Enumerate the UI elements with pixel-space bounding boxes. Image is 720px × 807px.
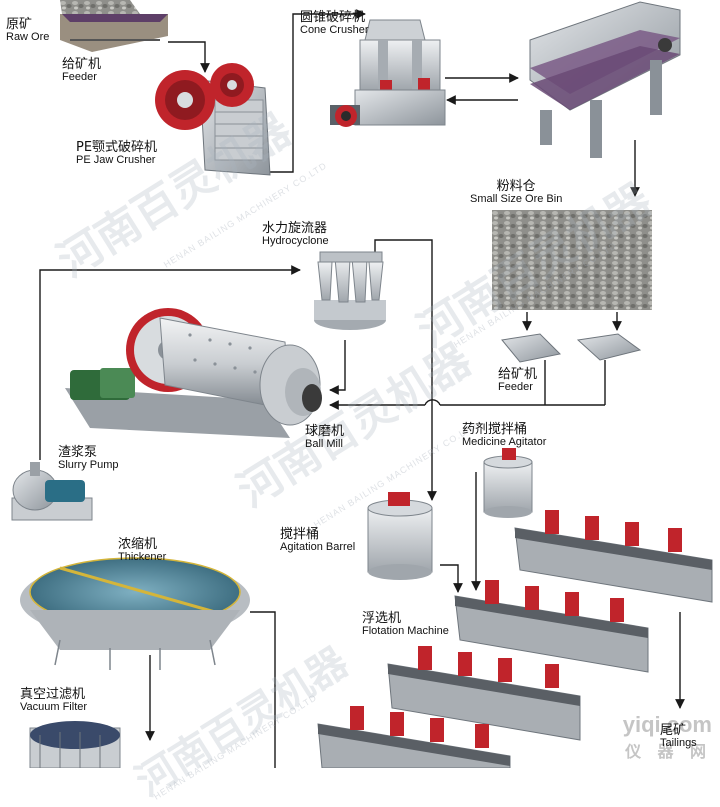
ore-bin-gravel [492,210,652,310]
flow-lines [39,9,685,768]
agitation-barrel [367,492,433,580]
hydrocyclone [314,251,386,330]
flow-cyclone-to-mill [329,340,346,395]
ball-mill [65,308,322,438]
site-watermark: yiqi.com 仪 器 网 [623,712,712,762]
thickener [20,557,250,670]
flow-cyclone-to-agitator [374,239,437,501]
feeders-mid [501,333,642,363]
flotation-bank-3 [387,646,581,741]
slurry-pump [11,462,93,521]
flotation-bank-4 [317,706,511,768]
medicine-agitator [483,448,533,518]
raw-ore-pile [60,0,168,52]
cone-crusher [330,19,446,127]
flow-thickener-to-filter [250,611,276,768]
vibrating-screen [529,1,681,158]
flotation-bank-2 [454,580,649,673]
vacuum-filter [29,721,121,768]
flow-agitator-to-flotation [440,564,463,593]
flow-feeders-to-mill [330,360,606,405]
site-watermark-url: yiqi.com [622,712,712,737]
flow-jaw-to-cone [262,9,366,173]
flow-feeder-to-jaw [168,41,210,73]
flow-pump-to-cyclone [39,265,301,460]
site-watermark-sub: 仪 器 网 [625,744,712,761]
jaw-crusher [155,63,271,176]
flotation-bank-1 [514,510,713,603]
process-flow-diagram [11,0,713,768]
